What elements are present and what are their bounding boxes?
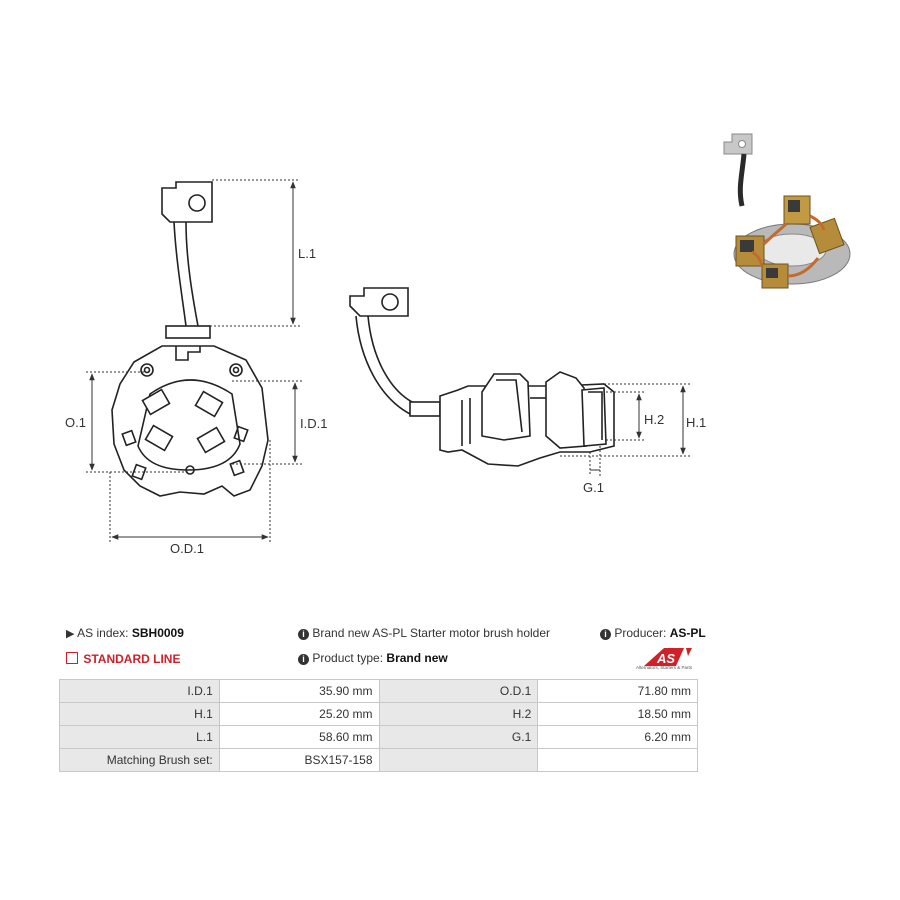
spec-value (537, 748, 698, 772)
svg-text:AS: AS (656, 651, 675, 666)
spec-value: 6.20 mm (537, 725, 698, 749)
info-icon: i (298, 629, 309, 640)
logo-tagline: Alternators, Starters & Parts (636, 665, 693, 670)
table-row: H.1 25.20 mm H.2 18.50 mm (59, 702, 698, 726)
dimension-o1 (86, 371, 188, 473)
dimension-id1 (232, 380, 302, 465)
label-h1: H.1 (686, 415, 706, 430)
producer: i Producer: AS-PL (600, 626, 706, 640)
dimension-h2 (606, 391, 646, 441)
label-l1: L.1 (298, 246, 316, 261)
table-row: L.1 58.60 mm G.1 6.20 mm (59, 725, 698, 749)
label-od1: O.D.1 (170, 541, 204, 556)
dimension-l1 (210, 179, 300, 327)
table-row: Matching Brush set: BSX157-158 (59, 748, 698, 772)
side-view (349, 287, 615, 467)
product-type: i Product type: Brand new (298, 651, 448, 665)
spec-value: 58.60 mm (218, 725, 380, 749)
description: i Brand new AS-PL Starter motor brush ho… (298, 626, 550, 640)
spec-label: O.D.1 (378, 679, 539, 703)
spec-value: 18.50 mm (537, 702, 698, 726)
standard-line-badge: STANDARD LINE (66, 651, 180, 666)
front-view (111, 181, 269, 497)
info-icon: i (600, 629, 611, 640)
tag-icon: ▶ (66, 628, 75, 640)
info-icon: i (298, 654, 309, 665)
dimension-h1 (560, 383, 690, 457)
label-h2: H.2 (644, 412, 664, 427)
dimension-od1 (109, 440, 271, 542)
spec-value: 35.90 mm (218, 679, 380, 703)
spec-label: Matching Brush set: (59, 748, 220, 772)
label-o1: O.1 (65, 415, 86, 430)
spec-value: 25.20 mm (218, 702, 380, 726)
as-index: ▶ AS index: SBH0009 (66, 626, 184, 640)
spec-table: I.D.1 35.90 mm O.D.1 71.80 mm H.1 25.20 … (59, 679, 698, 772)
technical-drawing: L.1 O.1 I.D.1 O.D.1 (65, 179, 706, 556)
logo-mark: AS (644, 648, 692, 666)
product-photo (723, 133, 851, 289)
spec-label: L.1 (59, 725, 220, 749)
spec-label: H.2 (378, 702, 539, 726)
label-id1: I.D.1 (300, 416, 327, 431)
spec-value: BSX157-158 (218, 748, 380, 772)
spec-value: 71.80 mm (537, 679, 698, 703)
table-row: I.D.1 35.90 mm O.D.1 71.80 mm (59, 679, 698, 703)
dimension-g1 (589, 446, 601, 476)
spec-label: I.D.1 (59, 679, 220, 703)
spec-label (378, 748, 539, 772)
checkbox-icon (66, 652, 78, 664)
label-g1: G.1 (583, 480, 604, 495)
spec-label: H.1 (59, 702, 220, 726)
as-pl-logo: AS Alternators, Starters & Parts (636, 644, 698, 674)
spec-label: G.1 (378, 725, 539, 749)
